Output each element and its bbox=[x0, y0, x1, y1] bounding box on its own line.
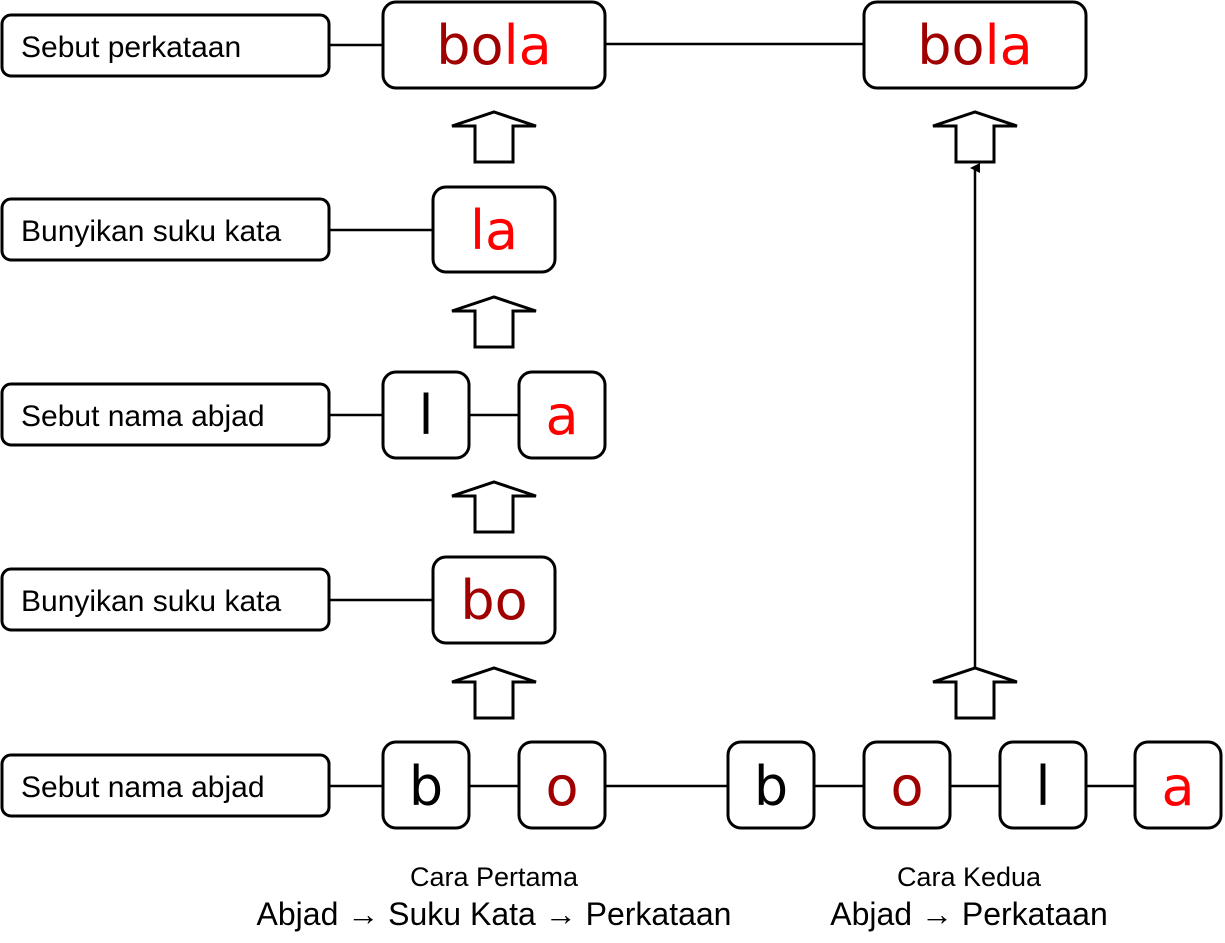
step-label-bunyikan-suku-kata-1: Bunyikan suku kata bbox=[0, 197, 331, 262]
word-part-la: la bbox=[985, 14, 1033, 77]
word-part-bo: bo bbox=[436, 14, 503, 77]
svg-text:l: l bbox=[1035, 755, 1050, 818]
up-arrow-icon bbox=[451, 295, 537, 349]
svg-text:b: b bbox=[409, 755, 443, 818]
letter-box-o: o bbox=[517, 740, 607, 830]
letter-box-l: l bbox=[998, 740, 1088, 830]
svg-text:Sebut nama abjad: Sebut nama abjad bbox=[21, 400, 265, 433]
svg-text:o: o bbox=[545, 755, 578, 818]
svg-text:o: o bbox=[890, 755, 923, 818]
letter-box-l: l bbox=[381, 370, 471, 460]
method2-caption-title: Cara Kedua bbox=[897, 862, 1042, 892]
svg-text:a: a bbox=[1161, 755, 1194, 818]
step-label-sebut-nama-abjad-2: Sebut nama abjad bbox=[0, 753, 331, 818]
syllable-box-bo: bo bbox=[431, 555, 557, 645]
svg-text:b: b bbox=[754, 755, 788, 818]
letter-box-b: b bbox=[726, 740, 816, 830]
step-label-sebut-nama-abjad-1: Sebut nama abjad bbox=[0, 382, 331, 447]
svg-text:la: la bbox=[470, 199, 518, 262]
up-arrow-icon bbox=[932, 110, 1018, 164]
step-label-sebut-perkataan: Sebut perkataan bbox=[0, 13, 331, 78]
method1-word-box: bola bbox=[381, 0, 607, 90]
method2-word-box: bola bbox=[862, 0, 1088, 90]
letter-box-o: o bbox=[862, 740, 952, 830]
word-part-la: la bbox=[504, 14, 552, 77]
syllable-box-la: la bbox=[431, 185, 557, 274]
svg-text:a: a bbox=[545, 384, 578, 447]
svg-text:Bunyikan suku kata: Bunyikan suku kata bbox=[21, 585, 281, 618]
letter-box-b: b bbox=[381, 740, 471, 830]
step-label-bunyikan-suku-kata-2: Bunyikan suku kata bbox=[0, 567, 331, 632]
method1-caption-flow: Abjad → Suku Kata → Perkataan bbox=[257, 896, 732, 932]
up-arrow-icon bbox=[451, 666, 537, 720]
letter-box-a: a bbox=[517, 370, 607, 460]
connector-lines bbox=[329, 42, 1135, 788]
letter-box-a: a bbox=[1133, 740, 1223, 830]
svg-text:Sebut nama abjad: Sebut nama abjad bbox=[21, 771, 265, 804]
up-arrow-icon bbox=[451, 110, 537, 164]
up-arrow-icon bbox=[451, 480, 537, 534]
svg-text:bola: bola bbox=[436, 14, 551, 77]
svg-text:Sebut perkataan: Sebut perkataan bbox=[21, 31, 241, 64]
word-part-bo: bo bbox=[917, 14, 984, 77]
method1-caption-title: Cara Pertama bbox=[410, 862, 579, 892]
method2-caption-flow: Abjad → Perkataan bbox=[830, 896, 1108, 932]
svg-text:bola: bola bbox=[917, 14, 1032, 77]
up-arrow-icon bbox=[932, 666, 1018, 720]
svg-text:l: l bbox=[418, 384, 433, 447]
svg-text:bo: bo bbox=[460, 569, 527, 632]
svg-text:Bunyikan suku kata: Bunyikan suku kata bbox=[21, 215, 281, 248]
